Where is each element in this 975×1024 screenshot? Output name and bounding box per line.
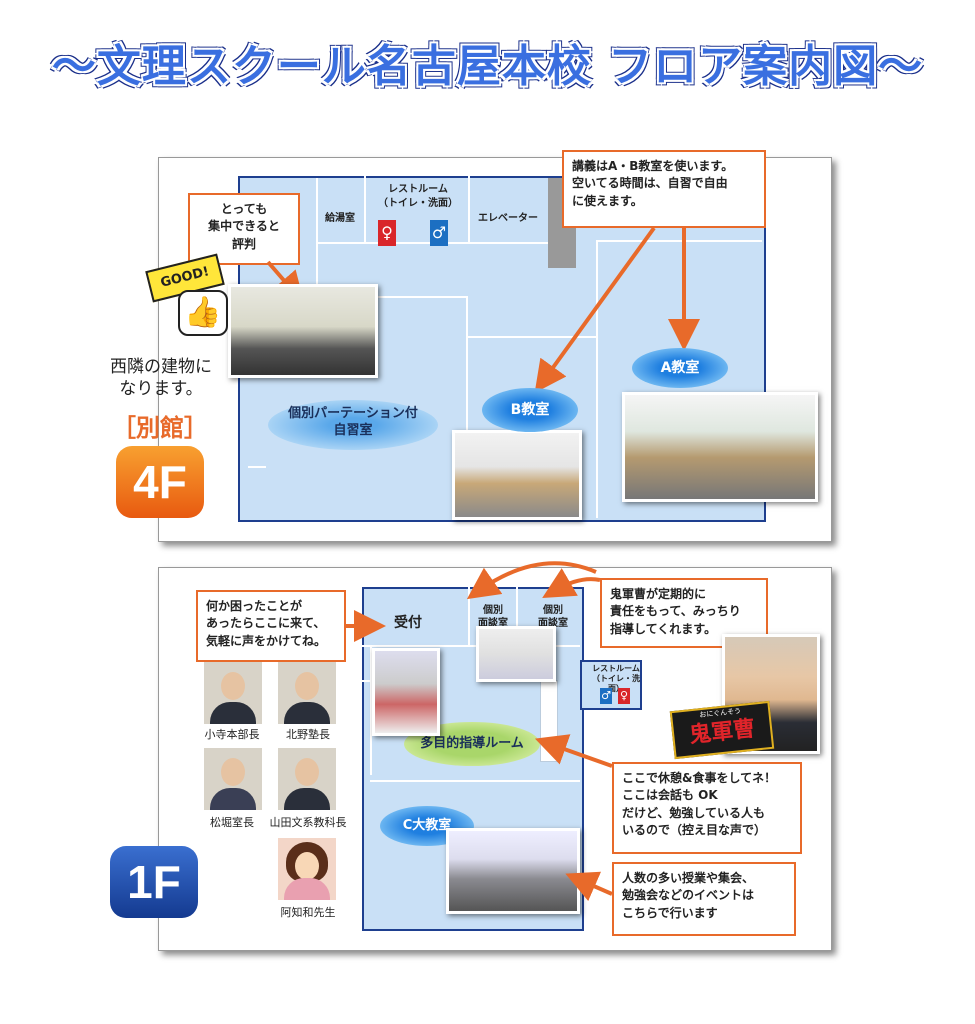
callout-event: 人数の多い授業や集会、 勉強会などのイベントは こちらで行います [612,862,796,936]
room-b-label: B教室 [482,388,578,432]
annex-label: ［別館］ [112,414,208,442]
room-a-label: A教室 [632,348,728,388]
restroom-male-icon: ♂ [430,220,448,246]
annex-description: 西隣の建物に なります。 [110,357,212,400]
staff-photo-kitano [278,662,336,724]
photo-room-c [446,828,580,914]
callout-oni: 鬼軍曹が定期的に 責任をもって、みっちり 指導してくれます。 [600,578,768,648]
floor-1f-restroom-area [580,660,642,710]
room-study-line1: 個別パーテーション付 [288,406,418,421]
room-interview-1: 個別 面談室 [478,605,508,629]
staff-name-yamada: 山田文系教科長 [269,816,347,829]
page-title: 〜文理スクール名古屋本校 フロア案内図〜 [51,41,924,92]
restroom-1f-male-icon: ♂ [600,688,612,704]
staff-name-kodera: 小寺本部長 [204,728,260,741]
restroom-1f-sub: （トイレ・洗面） [592,674,640,694]
room-kyutoshitsu: 給湯室 [325,213,355,224]
callout-lecture: 講義はA・B教室を使います。 空いてる時間は、自習で自由 に使えます。 [562,150,766,228]
photo-interview-room [476,626,556,682]
floor-badge-1f: 1F [110,846,198,918]
staff-name-matsubori: 松堀室長 [210,816,254,829]
restroom-1f-title: レストルーム [592,664,640,673]
room-elevator: エレベーター [478,213,538,224]
staff-photo-matsubori [204,748,262,810]
room-interview-2: 個別 面談室 [538,605,568,629]
callout-help: 何か困ったことが あったらここに来て、 気軽に声をかけてね。 [196,590,346,662]
callout-study-reputation: とっても 集中できると 評判 [188,193,300,265]
staff-illustration-achiwa [278,838,336,900]
restroom-1f-female-icon: ♀ [618,688,630,704]
photo-room-a [622,392,818,502]
restroom-4f-sub: （トイレ・洗面） [378,198,458,209]
thumbs-up-icon: 👍 [178,290,228,336]
staff-photo-kodera [204,662,262,724]
restroom-female-icon: ♀ [378,220,396,246]
staff-name-kitano: 北野塾長 [286,728,330,741]
staff-photo-yamada [278,748,336,810]
photo-reception [372,648,440,736]
photo-room-b [452,430,582,520]
room-study-label: 個別パーテーション付 自習室 [268,400,438,450]
room-study-line2: 自習室 [333,422,373,438]
floor-badge-4f: 4F [116,446,204,518]
room-reception: 受付 [394,615,422,631]
callout-rest: ここで休憩&食事をしてネ！ ここは会話も OK だけど、勉強している人も いるの… [612,762,802,854]
staff-name-achiwa: 阿知和先生 [280,906,336,919]
restroom-4f-title: レストルーム [388,184,448,195]
photo-study-booths [228,284,378,378]
